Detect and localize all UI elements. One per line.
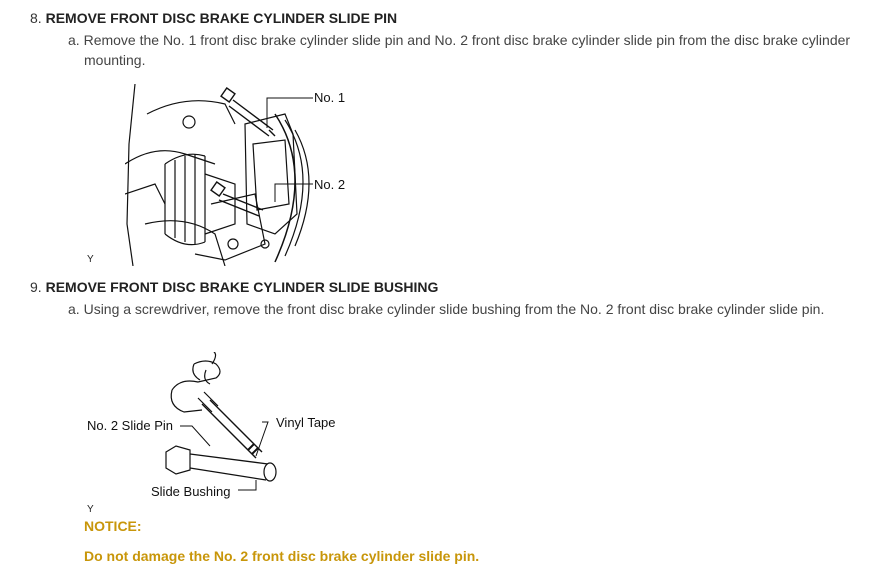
step-9-title: REMOVE FRONT DISC BRAKE CYLINDER SLIDE B… — [45, 279, 439, 295]
step-9-number: 9. — [30, 279, 42, 295]
step-9-heading: 9. REMOVE FRONT DISC BRAKE CYLINDER SLID… — [30, 279, 438, 295]
caliper-slide-pin-illustration — [125, 84, 313, 266]
step-8a-text-line1: Remove the No. 1 front disc brake cylind… — [83, 32, 851, 48]
figure-1-corner-label: Y — [87, 254, 94, 265]
callout-slide-bushing: Slide Bushing — [151, 484, 231, 499]
step-9a-marker: a. — [68, 301, 80, 317]
step-9a-text-line1: Using a screwdriver, remove the front di… — [83, 301, 825, 317]
step-9a-instruction: a. Using a screwdriver, remove the front… — [68, 299, 868, 319]
notice-label: NOTICE: — [84, 518, 142, 534]
figure-2-corner-label: Y — [87, 504, 94, 515]
callout-no-2-slide-pin: No. 2 Slide Pin — [87, 418, 173, 433]
callout-no-2: No. 2 — [314, 177, 346, 192]
step-8a-text-line2: mounting. — [84, 52, 146, 68]
slide-bushing-removal-illustration — [165, 352, 277, 491]
callout-vinyl-tape: Vinyl Tape — [276, 415, 336, 430]
notice-text: Do not damage the No. 2 front disc brake… — [84, 548, 480, 564]
step-8-title: REMOVE FRONT DISC BRAKE CYLINDER SLIDE P… — [45, 10, 398, 26]
step-8-heading: 8. REMOVE FRONT DISC BRAKE CYLINDER SLID… — [30, 10, 397, 26]
callout-no-1: No. 1 — [314, 90, 346, 105]
step-8a-instruction: a. Remove the No. 1 front disc brake cyl… — [68, 30, 868, 70]
step-8a-marker: a. — [68, 32, 80, 48]
step-8-number: 8. — [30, 10, 42, 26]
